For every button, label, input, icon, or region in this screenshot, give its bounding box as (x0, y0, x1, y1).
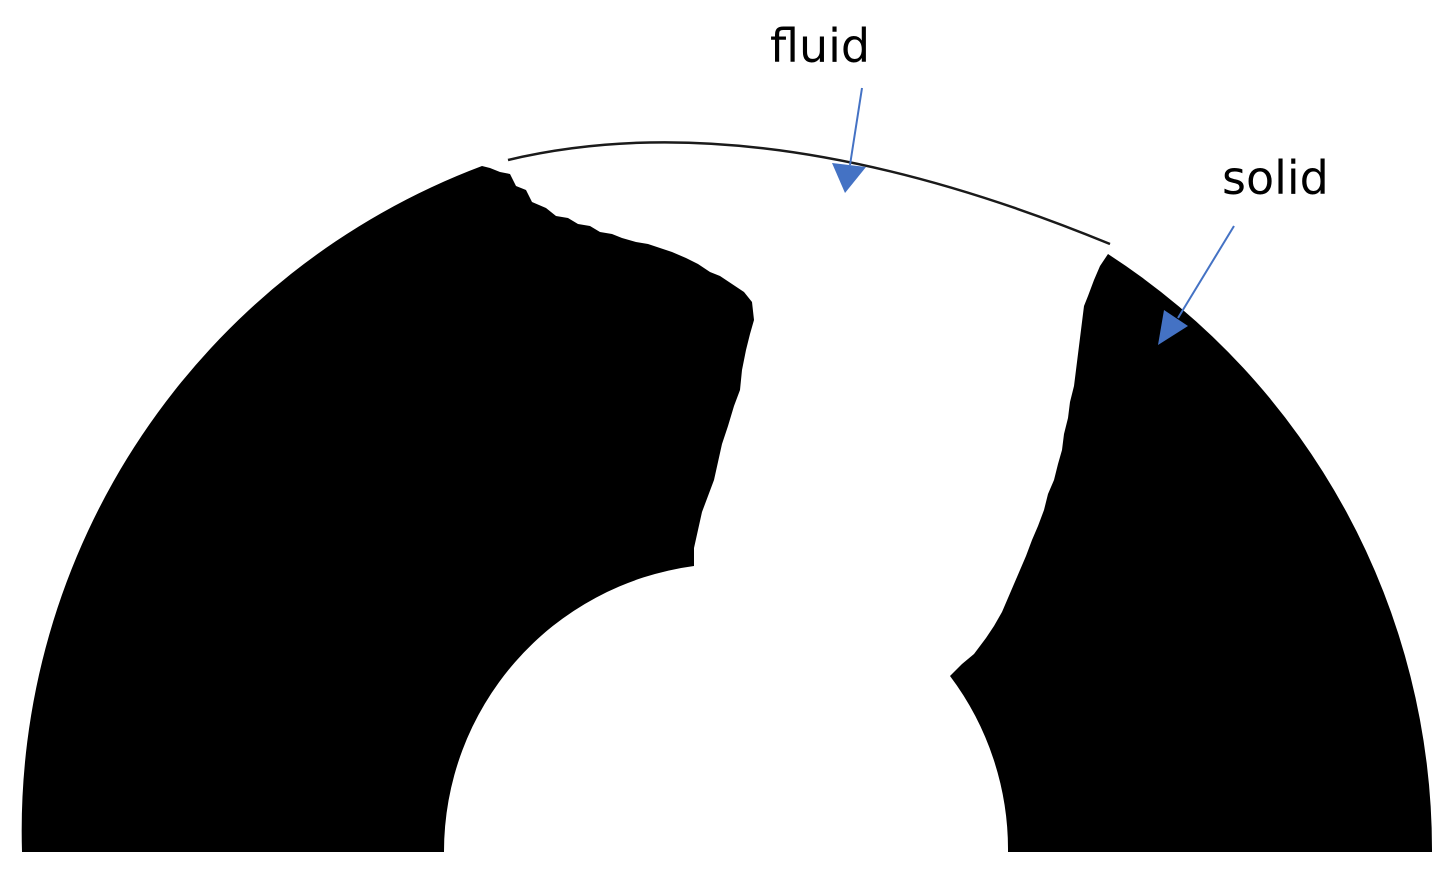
fluid-arrow-head-icon (832, 163, 866, 193)
outer-boundary-arc (507, 141, 1111, 246)
fluid-label: fluid (770, 19, 870, 73)
solid-label: solid (1222, 151, 1329, 205)
solid-region-right (950, 254, 1433, 852)
solid-arrow-shaft (1177, 225, 1235, 319)
solid-arrow-head-icon (1158, 310, 1188, 345)
solid-region-left (21, 166, 754, 852)
fluid-arrow-shaft (849, 87, 863, 166)
